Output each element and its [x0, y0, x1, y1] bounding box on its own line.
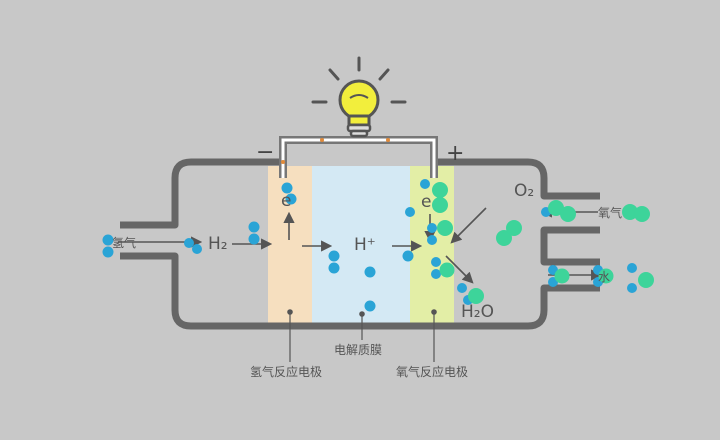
hydrogen-inlet-label: 氢气	[112, 235, 136, 250]
negative-terminal-sign: −	[256, 140, 274, 165]
membrane-label: 电解质膜	[334, 343, 382, 357]
flow-arrows	[118, 206, 603, 284]
oxygen-inlet-label: 氧气	[598, 205, 622, 220]
electron-dot	[386, 138, 390, 142]
electron-label-left: e	[281, 191, 291, 211]
cell-body-outline	[120, 158, 600, 330]
label-leaders	[287, 309, 437, 362]
electron-dot	[281, 160, 285, 164]
arrow-o2-to-cathode	[450, 207, 487, 244]
proton-label: H⁺	[354, 235, 376, 255]
water-outlet-label: 水	[598, 270, 610, 284]
o2-label: O₂	[514, 181, 534, 201]
oxygen-particles	[432, 182, 654, 304]
electron-dot	[320, 138, 324, 142]
h2o-label: H₂O	[461, 302, 494, 322]
positive-terminal-sign: +	[446, 141, 464, 166]
cathode-label: 氧气反应电极	[396, 364, 468, 379]
light-bulb-icon	[311, 56, 407, 138]
electron-label-right: e	[421, 192, 431, 212]
h2-label: H₂	[208, 234, 228, 254]
arrow-to-water	[445, 255, 474, 284]
anode-label: 氢气反应电极	[250, 364, 322, 379]
external-wire-inner	[281, 138, 436, 178]
